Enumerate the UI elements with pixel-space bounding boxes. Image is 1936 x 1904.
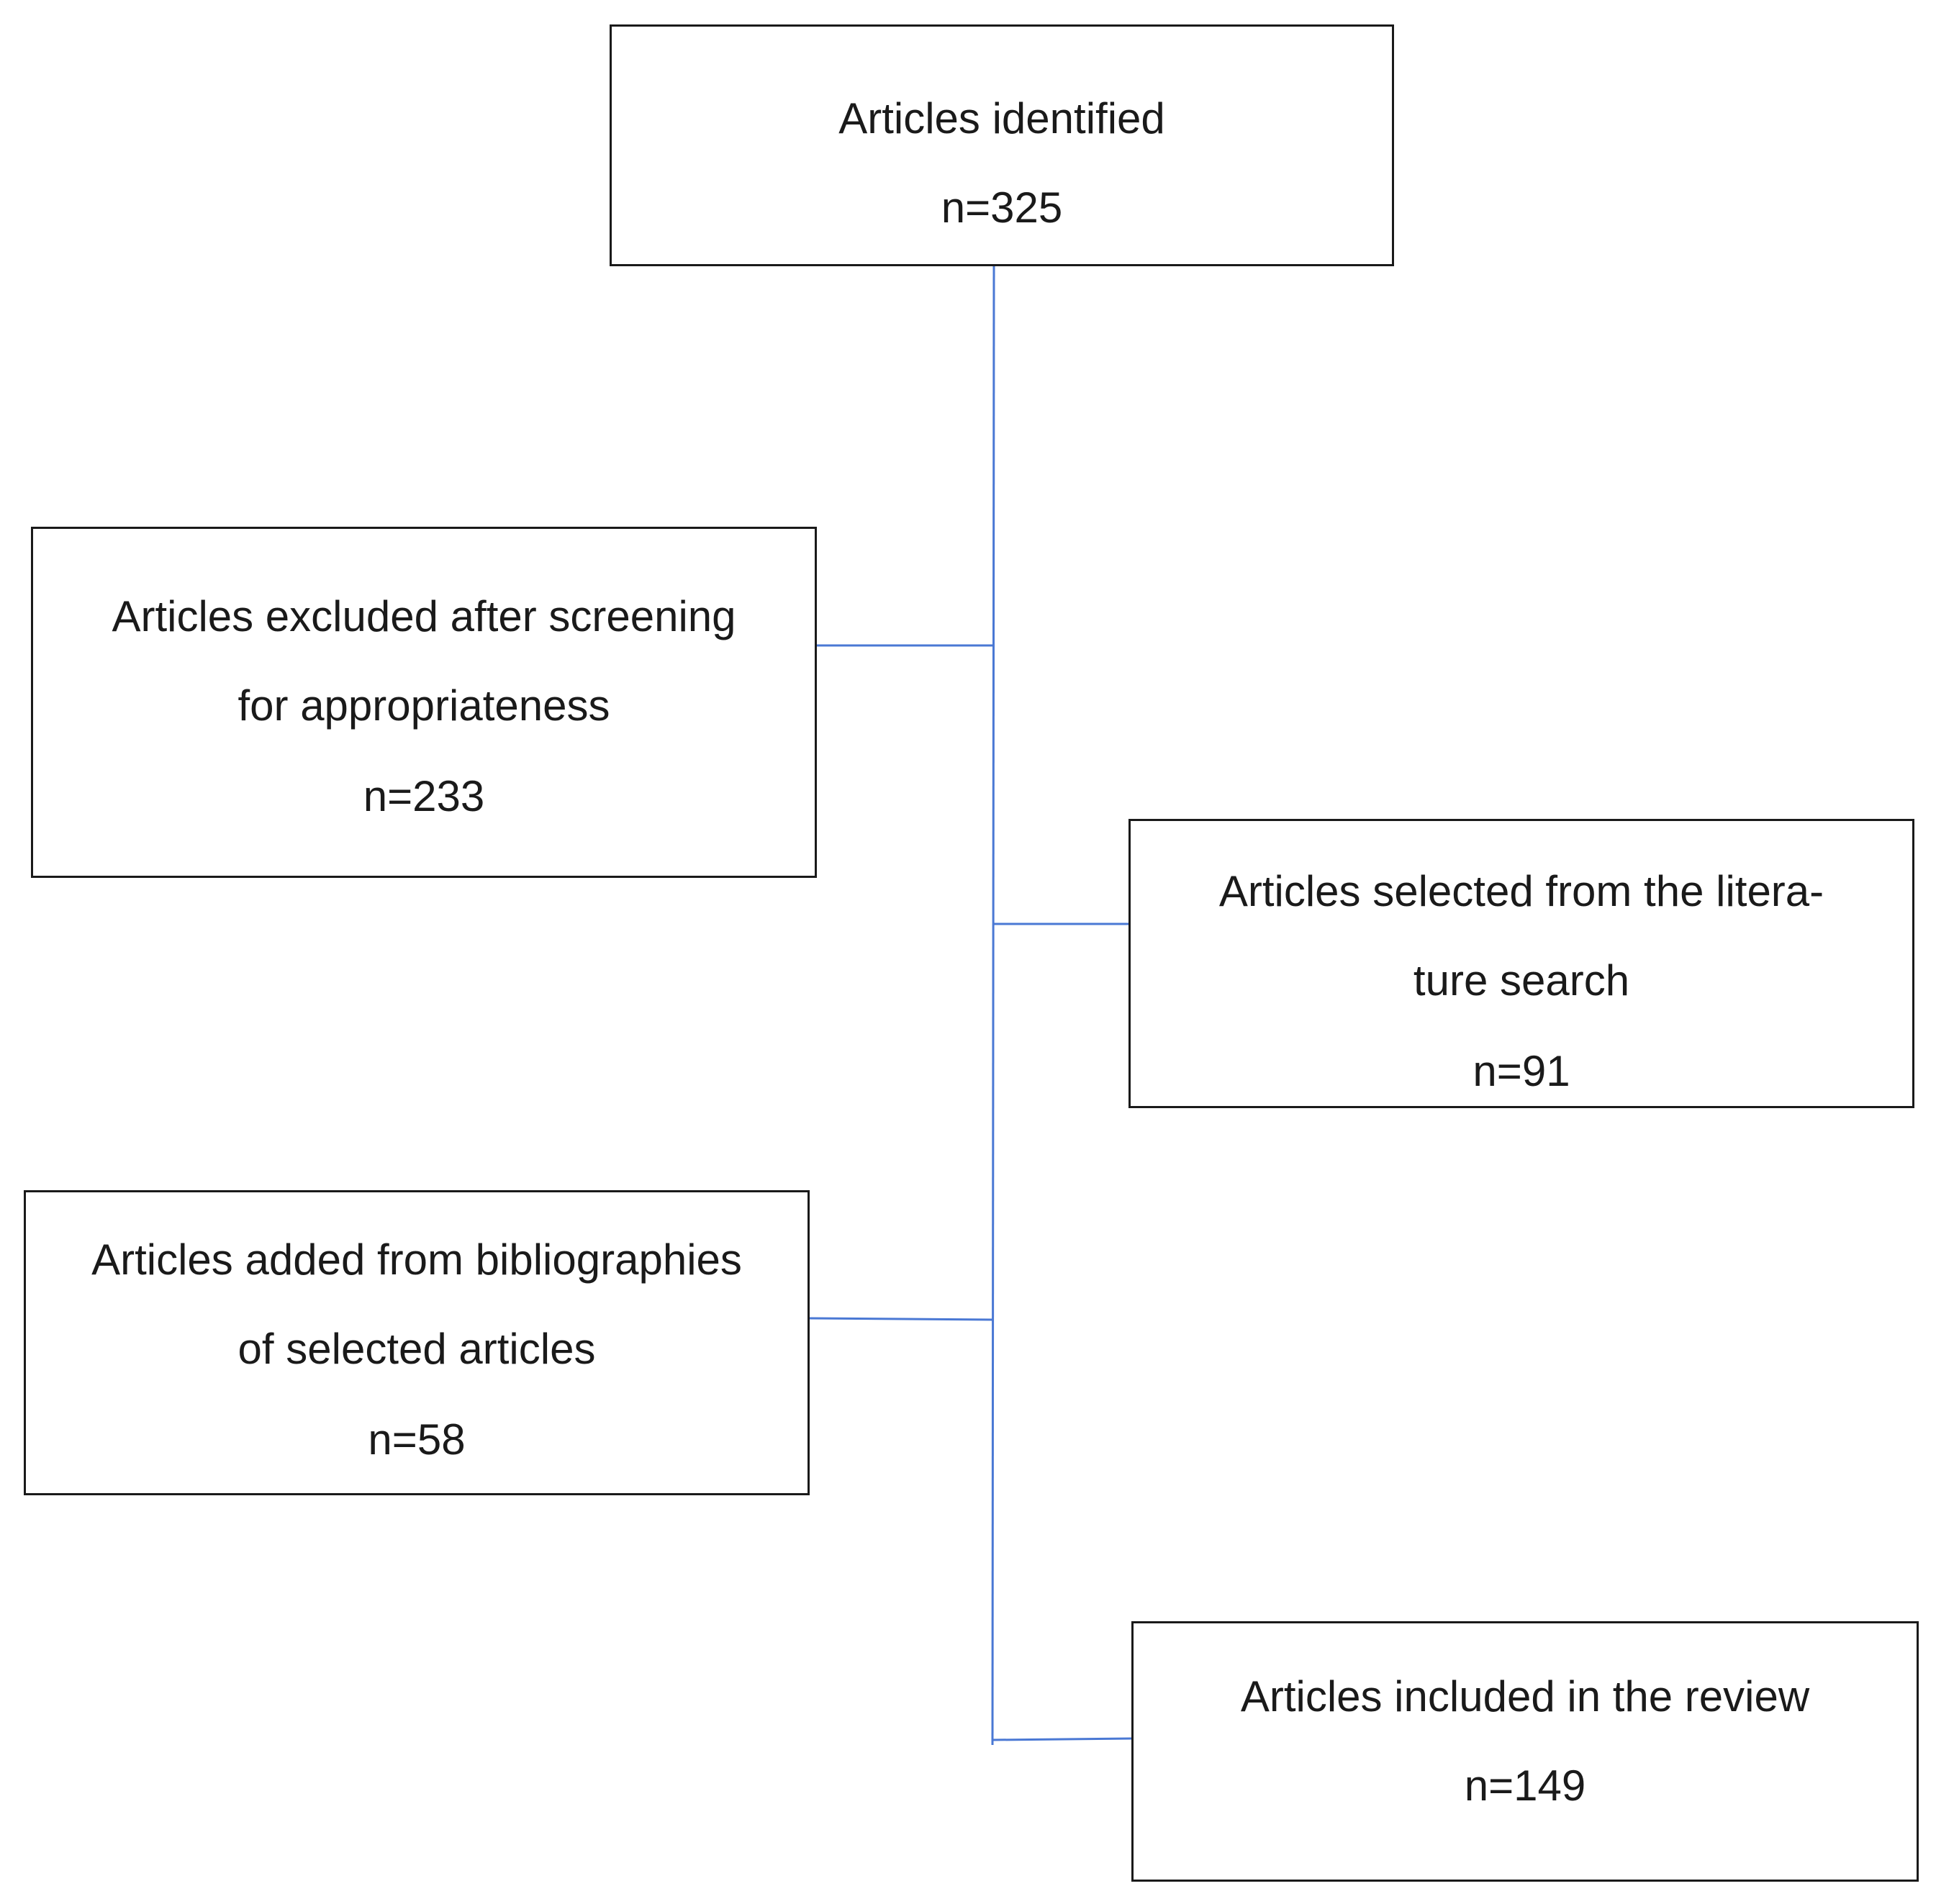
articles-identified-label: Articles identified [838, 94, 1165, 142]
added-branch-line [809, 1317, 994, 1321]
articles-identified-count: n=325 [941, 183, 1063, 232]
articles-excluded-label-line2: for appropriateness [238, 681, 610, 730]
articles-added-box: Articles added from bibliographies of se… [24, 1190, 810, 1495]
articles-selected-box: Articles selected from the litera- ture … [1128, 819, 1914, 1108]
articles-selected-label-line1: Articles selected from the litera- [1218, 867, 1824, 915]
articles-excluded-count: n=233 [363, 772, 485, 820]
articles-identified-box: Articles identified n=325 [610, 24, 1394, 266]
articles-added-count: n=58 [368, 1415, 466, 1464]
articles-included-count: n=149 [1464, 1762, 1586, 1810]
included-branch-line [992, 1737, 1132, 1741]
articles-included-label: Articles included in the review [1240, 1672, 1810, 1721]
articles-selected-count: n=91 [1473, 1047, 1570, 1095]
articles-excluded-box: Articles excluded after screening for ap… [31, 527, 817, 878]
articles-added-label-line2: of selected articles [238, 1325, 596, 1373]
articles-added-label-line1: Articles added from bibliographies [91, 1236, 742, 1284]
articles-excluded-label-line1: Articles excluded after screening [112, 592, 736, 640]
articles-included-box: Articles included in the review n=149 [1131, 1621, 1919, 1882]
articles-selected-label-line2: ture search [1413, 956, 1630, 1005]
main-trunk-line [991, 266, 995, 1746]
